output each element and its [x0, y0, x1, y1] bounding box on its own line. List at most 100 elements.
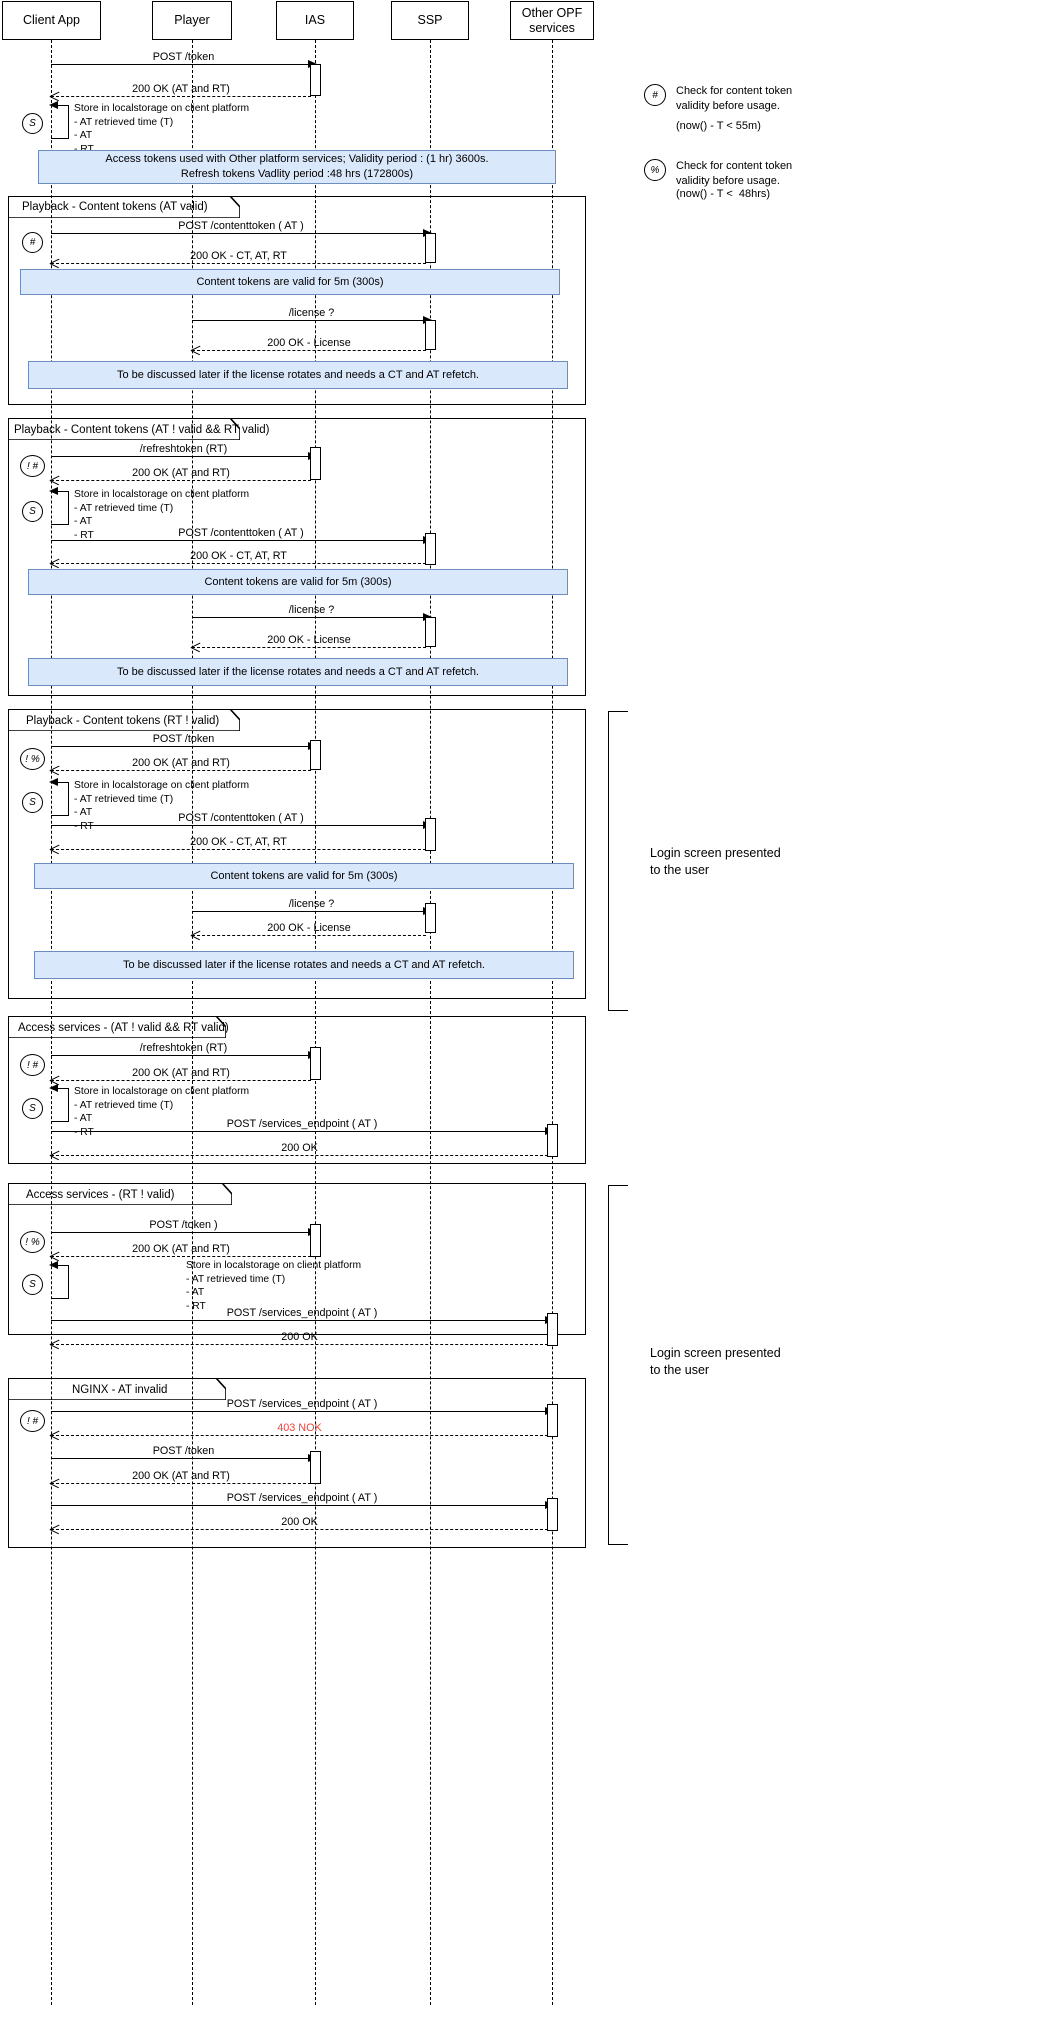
self-message-store-3 — [49, 777, 69, 816]
marker-not-hash-2: ! # — [20, 455, 45, 477]
message-label: /license ? — [288, 307, 335, 319]
message-label: POST /services_endpoint ( AT ) — [226, 1307, 378, 1319]
bracket-login-screen-2 — [608, 1185, 628, 1545]
lifeline-label: Other OPF services — [521, 6, 583, 35]
lifeline-head-other-opf-services: Other OPF services — [510, 1, 594, 40]
lifeline-head-ias: IAS — [276, 1, 354, 40]
bracket-login-screen-1 — [608, 711, 628, 1011]
marker-not-percent-3: ! % — [20, 748, 45, 770]
message-post-services-6a: POST /services_endpoint ( AT ) — [51, 1398, 554, 1415]
marker-symbol: # — [29, 237, 36, 248]
lifeline-label: Player — [174, 13, 210, 28]
activation-ias-5 — [310, 1224, 321, 1257]
message-label: 403 NOK — [277, 1422, 322, 1434]
message-200-ok-at-rt-6: 200 OK (AT and RT) — [51, 1470, 311, 1484]
note-text: To be discussed later if the license rot… — [117, 665, 479, 678]
note-text: Access tokens used with Other platform s… — [105, 153, 489, 180]
message-label: POST /services_endpoint ( AT ) — [226, 1492, 378, 1504]
note-license-rotate-2: To be discussed later if the license rot… — [28, 658, 568, 686]
message-label: 200 OK - CT, AT, RT — [190, 250, 287, 262]
message-200-ok-at-rt-initial: 200 OK (AT and RT) — [51, 83, 311, 97]
marker-s-5: S — [22, 1274, 43, 1295]
marker-symbol: ! # — [26, 1059, 39, 1071]
message-post-token-3: POST /token — [51, 733, 317, 750]
lifeline-line-other-opf — [552, 40, 553, 2005]
marker-hash-1: # — [22, 232, 43, 253]
lifeline-head-ssp: SSP — [391, 1, 469, 40]
marker-symbol: ! % — [25, 753, 40, 765]
marker-symbol: S — [29, 506, 36, 517]
message-label: /refreshtoken (RT) — [139, 1042, 228, 1054]
message-label: POST /token — [152, 733, 215, 745]
marker-symbol: S — [29, 1103, 36, 1114]
legend-text-percent: Check for content token validity before … — [676, 160, 793, 187]
lifeline-line-player — [192, 40, 193, 2005]
bracket-label-login-screen-1: Login screen presented to the user — [650, 846, 781, 877]
self-message-store-5 — [49, 1260, 69, 1299]
marker-symbol: S — [29, 797, 36, 808]
message-post-services-5: POST /services_endpoint ( AT ) — [51, 1307, 554, 1324]
message-label: /license ? — [288, 898, 335, 910]
frame-label-6: NGINX - AT invalid — [72, 1384, 168, 1396]
message-label: 200 OK (AT and RT) — [132, 1470, 230, 1482]
marker-s-2: S — [22, 501, 43, 522]
message-post-token-5: POST /token ) — [51, 1219, 317, 1236]
message-200-ok-license-1: 200 OK - License — [192, 337, 426, 351]
lifeline-head-player: Player — [152, 1, 232, 40]
activation-ssp-license-2 — [425, 617, 436, 647]
message-label: 200 OK (AT and RT) — [132, 757, 230, 769]
lifeline-head-client-app: Client App — [2, 1, 101, 40]
message-post-services-4: POST /services_endpoint ( AT ) — [51, 1118, 554, 1135]
lifeline-label: SSP — [417, 13, 443, 28]
note-content-tokens-5m-1: Content tokens are valid for 5m (300s) — [20, 269, 560, 295]
message-label: 200 OK - CT, AT, RT — [190, 836, 287, 848]
message-label: 200 OK (AT and RT) — [132, 1243, 230, 1255]
message-label: 200 OK — [281, 1142, 318, 1154]
message-label: 200 OK - License — [267, 634, 351, 646]
message-post-services-6b: POST /services_endpoint ( AT ) — [51, 1492, 554, 1509]
frame-label-1: Playback - Content tokens (AT valid) — [22, 201, 208, 213]
message-200-ok-ct-at-rt-3: 200 OK - CT, AT, RT — [51, 836, 426, 850]
activation-ias-6 — [310, 1451, 321, 1484]
note-content-tokens-5m-3: Content tokens are valid for 5m (300s) — [34, 863, 574, 889]
activation-other-6a — [547, 1404, 558, 1437]
message-200-ok-license-2: 200 OK - License — [192, 634, 426, 648]
marker-symbol: ! % — [25, 1236, 40, 1248]
message-label: 200 OK - CT, AT, RT — [190, 550, 287, 562]
message-200-ok-at-rt-2: 200 OK (AT and RT) — [51, 467, 311, 481]
message-label: 200 OK - License — [267, 337, 351, 349]
frame-access-services-at-invalid — [8, 1016, 586, 1164]
activation-other-4 — [547, 1124, 558, 1157]
marker-not-hash-6: ! # — [20, 1410, 45, 1432]
activation-ssp-3 — [425, 818, 436, 851]
frame-playback-at-valid — [8, 196, 586, 405]
message-refreshtoken-2: /refreshtoken (RT) — [51, 443, 317, 460]
message-200-ok-at-rt-3: 200 OK (AT and RT) — [51, 757, 311, 771]
message-label: 200 OK (AT and RT) — [132, 1067, 230, 1079]
self-message-text-3: Store in localstorage on client platform… — [74, 780, 250, 832]
legend-symbol: % — [650, 164, 660, 176]
note-text: Content tokens are valid for 5m (300s) — [204, 575, 392, 588]
message-label: 200 OK — [281, 1331, 318, 1343]
activation-other-5 — [547, 1313, 558, 1346]
marker-not-percent-5: ! % — [20, 1231, 45, 1253]
self-message-text-0: Store in localstorage on client platform… — [74, 103, 250, 155]
message-license-q-1: /license ? — [192, 307, 432, 324]
message-200-ok-at-rt-4: 200 OK (AT and RT) — [51, 1067, 311, 1081]
frame-access-services-rt-invalid — [8, 1183, 586, 1335]
message-200-ok-6: 200 OK — [51, 1516, 548, 1530]
message-label: /license ? — [288, 604, 335, 616]
message-label: POST /contenttoken ( AT ) — [178, 527, 304, 539]
marker-symbol: S — [29, 118, 36, 129]
message-label: POST /services_endpoint ( AT ) — [226, 1398, 378, 1410]
bracket-label-login-screen-2: Login screen presented to the user — [650, 1346, 781, 1377]
message-label: 200 OK (AT and RT) — [132, 467, 230, 479]
message-200-ok-license-3: 200 OK - License — [192, 922, 426, 936]
note-license-rotate-1: To be discussed later if the license rot… — [28, 361, 568, 389]
frame-playback-rt-invalid — [8, 709, 586, 999]
self-message-text-2: Store in localstorage on client platform… — [74, 489, 250, 541]
message-refreshtoken-4: /refreshtoken (RT) — [51, 1042, 317, 1059]
self-message-store-4 — [49, 1083, 69, 1122]
lifeline-line-ssp — [430, 40, 431, 2005]
legend-condition-hash: (now() - T < 55m) — [676, 120, 761, 132]
